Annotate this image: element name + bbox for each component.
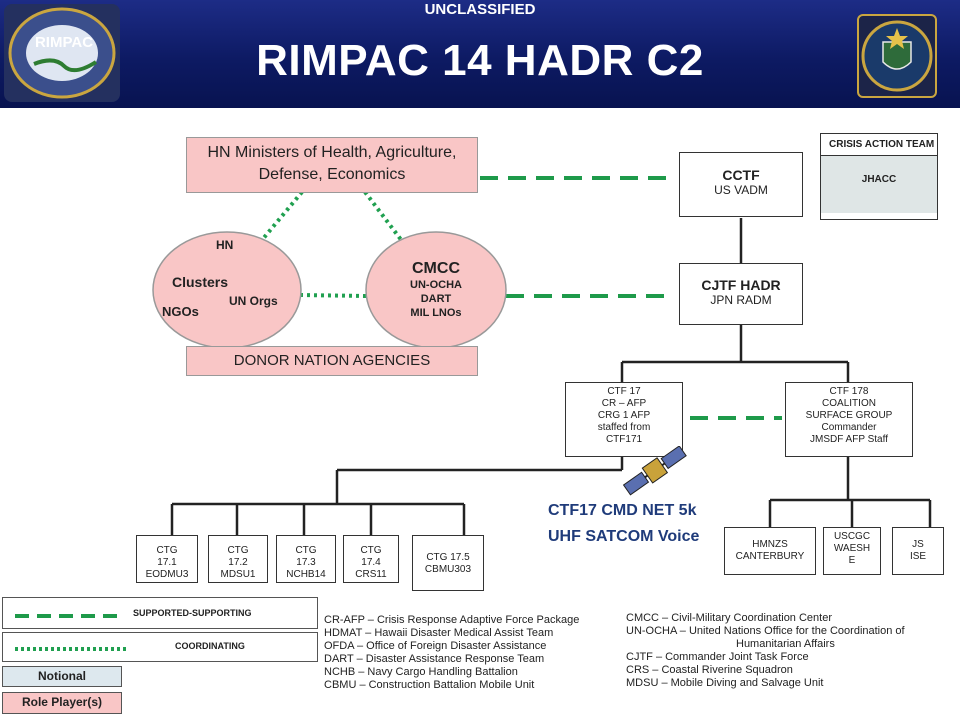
ctg-17-3-box: CTG 17.3 NCHB14 [276, 535, 336, 583]
cmcc-line2: DART [420, 293, 452, 305]
coastal-riverine-emblem-icon [861, 20, 933, 92]
ctg-17-2-box: CTG 17.2 MDSU1 [208, 535, 268, 583]
ship-js-ise-box: JS ISE [892, 527, 944, 575]
ctg-line: CTG 17.5 [426, 552, 470, 563]
header-banner [0, 0, 960, 108]
abbrev-line: Humanitarian Affairs [736, 638, 835, 650]
ctg-line: 17.3 [296, 557, 316, 568]
ctf17-line: CR – AFP [601, 398, 647, 409]
ctg-line: CBMU303 [424, 564, 472, 575]
cmcc-text: CMCC UN-OCHA DART MIL LNOs [366, 260, 506, 320]
ship-line: HMNZS [752, 539, 788, 550]
cctf-box: CCTF US VADM [679, 152, 803, 217]
page-title: RIMPAC 14 HADR C2 [256, 36, 704, 85]
ship-line: WAESH [833, 543, 871, 554]
donor-label: DONOR NATION AGENCIES [233, 352, 431, 369]
satcom-line1: CTF17 CMD NET 5k [548, 502, 697, 519]
donor-nation-box: DONOR NATION AGENCIES [186, 346, 478, 376]
ship-line: E [848, 555, 856, 566]
cctf-sub: US VADM [714, 183, 768, 197]
rimpac-emblem-icon [8, 7, 116, 99]
legend-supported-supporting: SUPPORTED-SUPPORTING [2, 597, 318, 629]
ctg-line: CTG [360, 545, 382, 556]
hn-label: HN [216, 238, 234, 252]
abbrev-line: NCHB – Navy Cargo Handling Battalion [324, 666, 518, 678]
rimpac-logo-text: RIMPAC [34, 34, 94, 51]
ctg-line: CTG [156, 545, 178, 556]
abbrev-line: CMCC – Civil-Military Coordination Cente… [626, 612, 832, 624]
satellite-icon [622, 446, 687, 496]
ctg-line: NCHB14 [286, 569, 326, 580]
satcom-line2: UHF SATCOM Voice [548, 528, 700, 545]
abbreviations-left: CR-AFP – Crisis Response Adaptive Force … [324, 614, 624, 692]
crisis-body: JHACC [821, 156, 937, 213]
classification-label: UNCLASSIFIED [424, 1, 536, 18]
legend-supported-label: SUPPORTED-SUPPORTING [133, 608, 252, 618]
ctf178-box: CTF 178 COALITION SURFACE GROUP Commande… [785, 382, 913, 457]
ctf17-line: staffed from [597, 422, 651, 433]
abbrev-line: CJTF – Commander Joint Task Force [626, 651, 809, 663]
legend-notional: Notional [2, 666, 122, 687]
ngos-label: NGOs [162, 304, 199, 319]
abbrev-line: OFDA – Office of Foreign Disaster Assist… [324, 640, 547, 652]
cjtf-sub: JPN RADM [710, 293, 772, 307]
ship-line: ISE [909, 551, 927, 562]
ctf178-line: Commander [821, 422, 877, 433]
ctg-17-4-box: CTG 17.4 CRS11 [343, 535, 399, 583]
ship-line: USCGC [833, 531, 871, 542]
ctg-line: CTG [227, 545, 249, 556]
ctg-line: EODMU3 [145, 569, 189, 580]
cjtf-box: CJTF HADR JPN RADM [679, 263, 803, 325]
legend-coordinating: COORDINATING [2, 632, 318, 662]
rimpac-logo [4, 4, 120, 102]
ctf178-line: COALITION [822, 398, 876, 409]
abbrev-line: CR-AFP – Crisis Response Adaptive Force … [324, 614, 580, 626]
abbrev-line: CRS – Coastal Riverine Squadron [626, 664, 793, 676]
ship-uscgc-waesche-box: USCGC WAESH E [823, 527, 881, 575]
ctg-line: CTG [295, 545, 317, 556]
legend-role-players: Role Player(s) [2, 692, 122, 714]
legend-coordinating-label: COORDINATING [175, 641, 245, 651]
cmcc-title: CMCC [412, 260, 460, 277]
ship-line: CANTERBURY [735, 551, 805, 562]
cctf-title: CCTF [722, 167, 760, 183]
ship-hmnzs-canterbury-box: HMNZS CANTERBURY [724, 527, 816, 575]
ctf178-line: CTF 178 [829, 386, 869, 397]
abbrev-line: HDMAT – Hawaii Disaster Medical Assist T… [324, 627, 554, 639]
clusters-label: Clusters [172, 274, 229, 290]
abbrev-line: CBMU – Construction Battalion Mobile Uni… [324, 679, 535, 691]
ctf17-line: CTF171 [605, 434, 643, 445]
ctf17-line: CRG 1 AFP [597, 410, 651, 421]
un-orgs-label: UN Orgs [229, 294, 278, 308]
ctg-line: 17.4 [361, 557, 381, 568]
hn-ministers-box: HN Ministers of Health, Agriculture, Def… [186, 137, 478, 193]
ctg-line: MDSU1 [220, 569, 256, 580]
crisis-title: CRISIS ACTION TEAM [821, 134, 937, 156]
ctf178-line: JMSDF AFP Staff [810, 434, 888, 445]
ctg-17-1-box: CTG 17.1 EODMU3 [136, 535, 198, 583]
crisis-action-team-box: CRISIS ACTION TEAM JHACC [820, 133, 938, 220]
ctg-line: 17.1 [157, 557, 177, 568]
abbrev-line: UN-OCHA – United Nations Office for the … [626, 625, 905, 637]
abbreviations-right: CMCC – Civil-Military Coordination Cente… [626, 612, 956, 690]
abbrev-line: DART – Disaster Assistance Response Team [324, 653, 545, 665]
cmcc-line3: MIL LNOs [410, 307, 462, 319]
ctg-17-5-box: CTG 17.5 CBMU303 [412, 535, 484, 591]
ship-line: JS [912, 539, 924, 550]
role-players-label: Role Player(s) [21, 695, 103, 709]
ctg-line: CRS11 [355, 569, 387, 580]
ctf178-line: SURFACE GROUP [805, 410, 893, 421]
dash-line-sample [15, 614, 119, 618]
coastal-riverine-logo [857, 14, 937, 98]
cjtf-title: CJTF HADR [701, 277, 781, 293]
cmcc-line1: UN-OCHA [410, 279, 462, 291]
ctg-line: 17.2 [228, 557, 248, 568]
notional-label: Notional [38, 669, 86, 683]
abbrev-line: MDSU – Mobile Diving and Salvage Unit [626, 677, 824, 689]
dot-line-sample [15, 647, 129, 651]
ctf17-line: CTF 17 [607, 386, 641, 397]
hn-ministers-label: HN Ministers of Health, Agriculture, Def… [207, 144, 457, 183]
ctf17-box: CTF 17 CR – AFP CRG 1 AFP staffed from C… [565, 382, 683, 457]
